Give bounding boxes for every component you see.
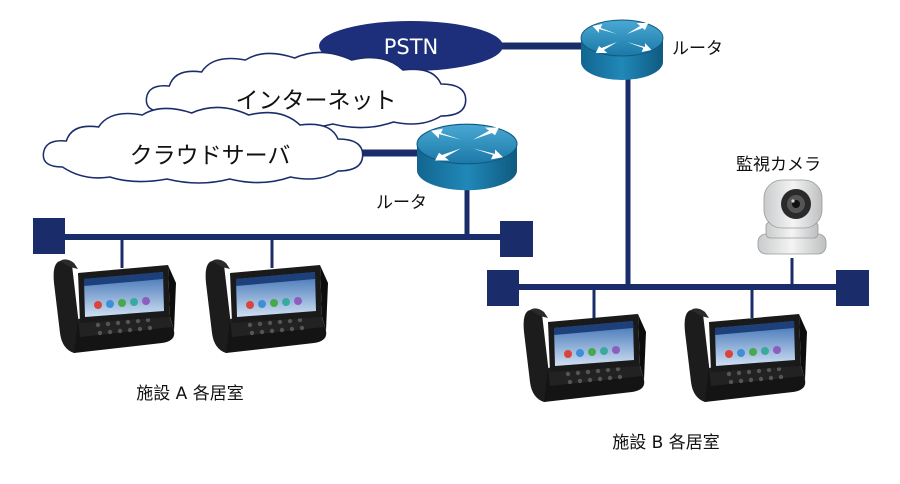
- router-left: ルータ: [376, 123, 518, 213]
- cloud-server-label: クラウドサーバ: [130, 143, 291, 169]
- cloud-server-cloud: クラウドサーバ: [42, 106, 364, 184]
- facility-a-phones: 施設 A 各居室: [53, 259, 328, 404]
- ip-phone-icon: [684, 308, 807, 402]
- camera-icon: [757, 179, 827, 255]
- facility-b-phones: 施設 B 各居室: [523, 308, 807, 453]
- lan-b-terminator-right: [836, 270, 869, 306]
- router-top: ルータ: [580, 19, 723, 81]
- camera-label: 監視カメラ: [736, 155, 821, 175]
- pstn-label: PSTN: [384, 35, 439, 59]
- lan-a-terminator-right: [500, 221, 533, 257]
- internet-cloud: インターネット: [145, 51, 467, 129]
- router-left-label: ルータ: [376, 193, 427, 213]
- router-icon: [416, 123, 518, 191]
- surveillance-camera: 監視カメラ: [736, 155, 827, 255]
- ip-phone-icon: [53, 259, 176, 353]
- internet-label: インターネット: [236, 88, 397, 114]
- ip-phone-icon: [205, 259, 328, 353]
- ip-phone-icon: [523, 308, 646, 402]
- router-icon: [580, 19, 664, 81]
- lan-a-terminator-left: [33, 218, 65, 254]
- router-top-label: ルータ: [672, 39, 723, 59]
- bus-terminators: [33, 218, 869, 306]
- lan-b-terminator-left: [487, 270, 519, 306]
- facility-a-label: 施設 A 各居室: [136, 384, 243, 404]
- network-links: [50, 42, 858, 318]
- facility-b-label: 施設 B 各居室: [612, 433, 719, 453]
